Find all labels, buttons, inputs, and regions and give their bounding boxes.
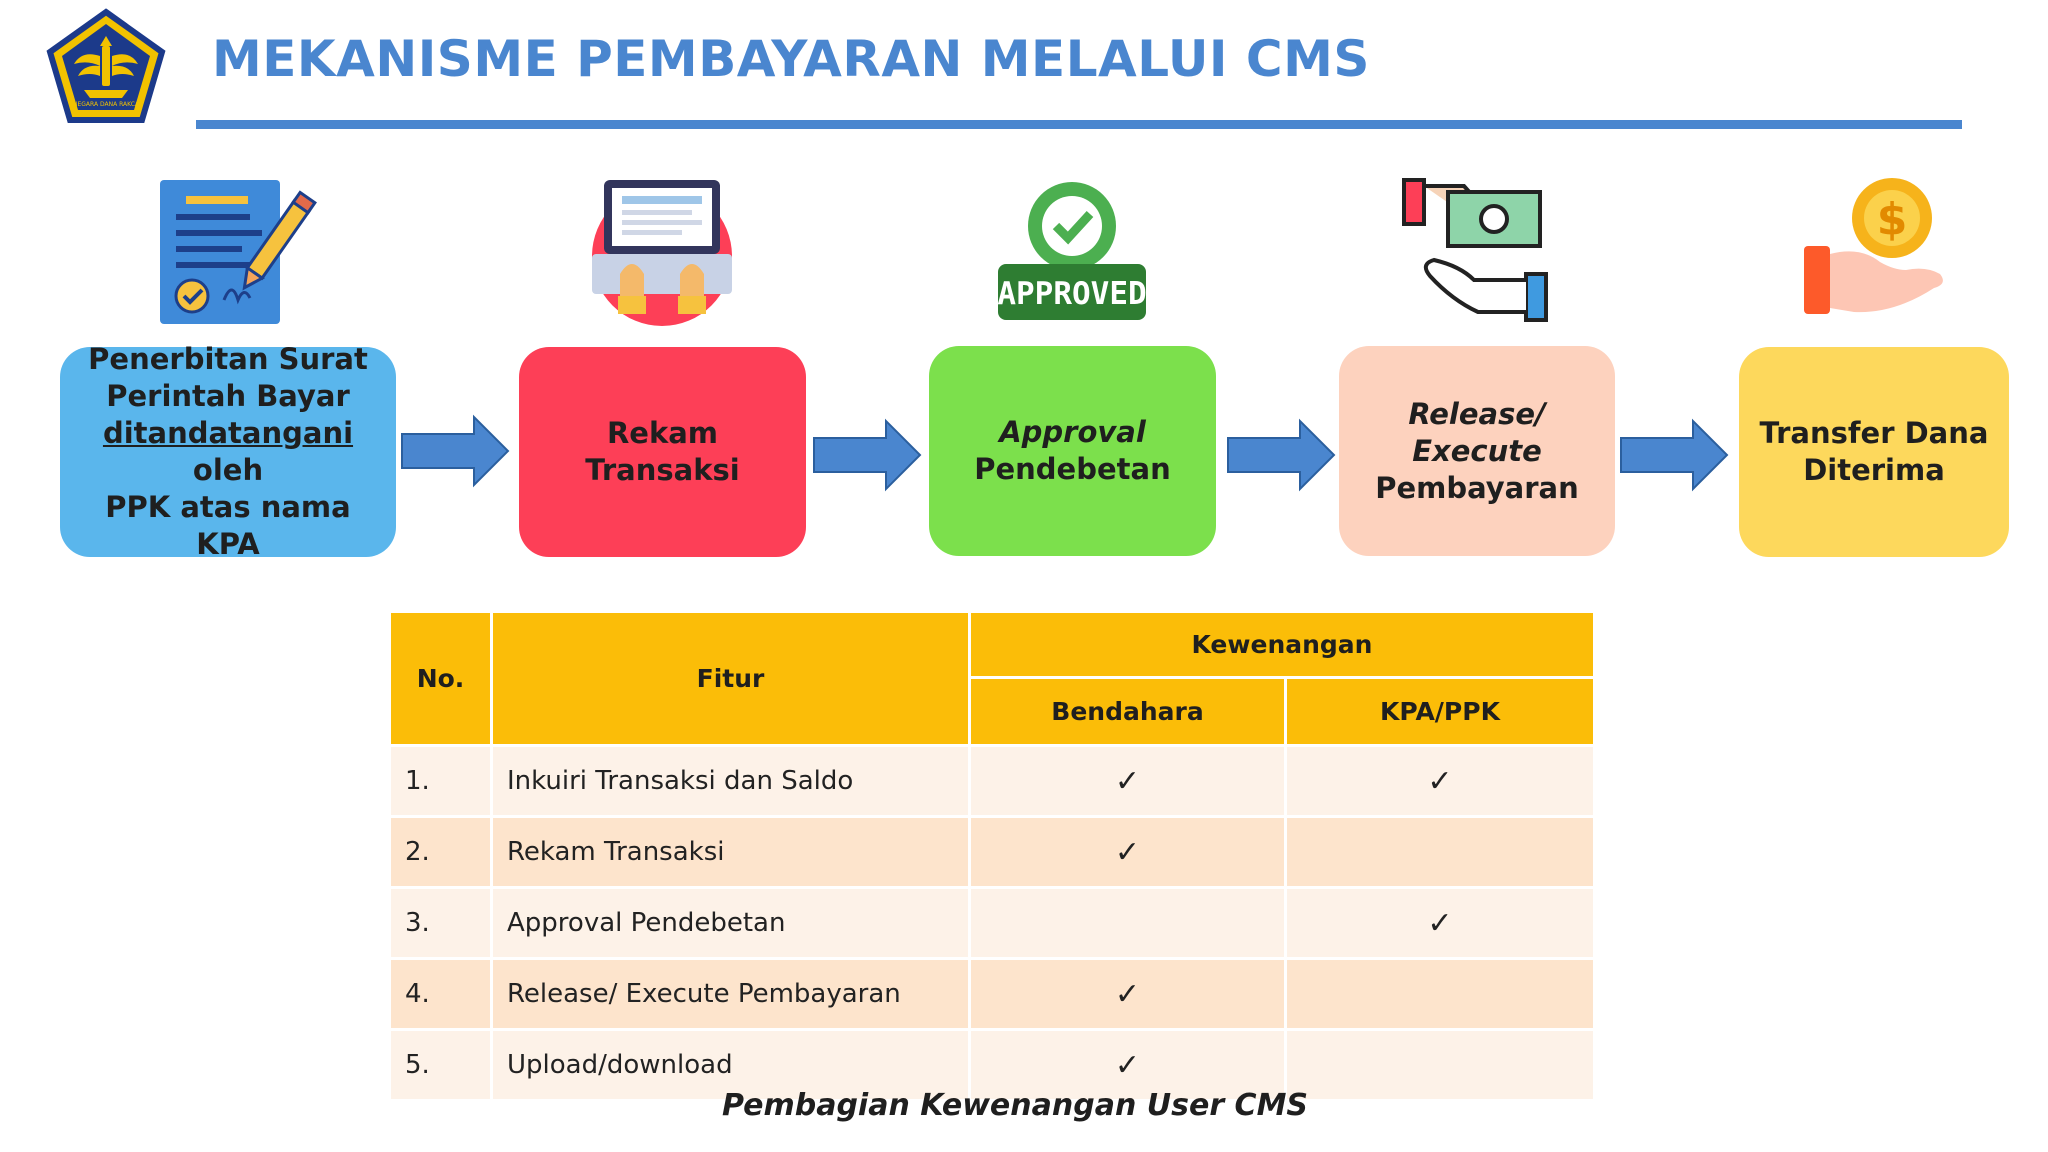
- step-record-label: Rekam Transaksi: [585, 416, 740, 487]
- step-transfer-line2: Diterima: [1803, 453, 1945, 487]
- row-no: 3.: [388, 887, 493, 960]
- step-spm-line1: Penerbitan Surat: [88, 342, 368, 376]
- row-fitur: Upload/download: [490, 1029, 971, 1102]
- title-underline: [196, 120, 1962, 129]
- header-no: No.: [388, 610, 493, 747]
- row-no: 2.: [388, 816, 493, 889]
- approved-badge-text: APPROVED: [997, 276, 1146, 312]
- table-row: 2. Rekam Transaksi ✓: [388, 816, 1596, 889]
- header-kewenangan: Kewenangan: [968, 610, 1596, 679]
- ministry-logo: NEGARA DANA RAKCA: [46, 8, 166, 123]
- kpa-check: ✓: [1284, 887, 1596, 960]
- step-spm-signed: ditandatangani: [102, 416, 354, 450]
- bendahara-check: ✓: [968, 1029, 1287, 1102]
- row-fitur: Approval Pendebetan: [490, 887, 971, 960]
- authority-table: No. Fitur Kewenangan Bendahara KPA/PPK 1…: [388, 610, 1596, 1102]
- kpa-check: [1284, 1029, 1596, 1102]
- step-approval-italic: Approval: [999, 415, 1146, 449]
- step-release-italic1: Release/: [1408, 396, 1546, 431]
- flow-arrow-2: [813, 418, 922, 492]
- bendahara-check: [968, 887, 1287, 960]
- header-fitur: Fitur: [490, 610, 971, 747]
- row-fitur: Release/ Execute Pembayaran: [490, 958, 971, 1031]
- bendahara-check: ✓: [968, 745, 1287, 818]
- step-transfer-line1: Transfer Dana: [1759, 416, 1989, 450]
- bendahara-check: ✓: [968, 816, 1287, 889]
- row-no: 1.: [388, 745, 493, 818]
- svg-text:$: $: [1877, 194, 1908, 245]
- row-no: 5.: [388, 1029, 493, 1102]
- logo-text: NEGARA DANA RAKCA: [73, 101, 140, 108]
- signed-document-icon: [160, 180, 317, 324]
- table-row: 4. Release/ Execute Pembayaran ✓: [388, 958, 1596, 1031]
- table-row: 3. Approval Pendebetan ✓: [388, 887, 1596, 960]
- page-title: MEKANISME PEMBAYARAN MELALUI CMS: [212, 30, 1370, 88]
- laptop-typing-icon: [592, 180, 732, 326]
- coin-hand-icon: $: [1804, 178, 1943, 314]
- row-fitur: Rekam Transaksi: [490, 816, 971, 889]
- flow-arrow-1: [401, 414, 510, 488]
- step-release-label: Pembayaran: [1375, 470, 1579, 505]
- flow-arrow-3: [1227, 418, 1336, 492]
- step-release-execute: Release/ Execute Pembayaran: [1339, 346, 1615, 556]
- step-spm-line4: PPK atas nama KPA: [105, 490, 351, 561]
- row-fitur: Inkuiri Transaksi dan Saldo: [490, 745, 971, 818]
- kpa-check: [1284, 816, 1596, 889]
- step-record-transaction: Rekam Transaksi: [519, 347, 806, 557]
- kpa-check: ✓: [1284, 745, 1596, 818]
- bendahara-check: ✓: [968, 958, 1287, 1031]
- header-kpa-ppk: KPA/PPK: [1284, 676, 1596, 747]
- step-transfer-received: Transfer Dana Diterima: [1739, 347, 2009, 557]
- step-approval: Approval Pendebetan: [929, 346, 1216, 556]
- header-bendahara: Bendahara: [968, 676, 1287, 747]
- kpa-check: [1284, 958, 1596, 1031]
- row-no: 4.: [388, 958, 493, 1031]
- table-caption: Pembagian Kewenangan User CMS: [721, 1088, 1309, 1123]
- cash-hands-icon: [1402, 178, 1548, 322]
- step-release-italic2: Execute: [1412, 433, 1542, 468]
- table-row: 5. Upload/download ✓: [388, 1029, 1596, 1102]
- step-spm-line2: Perintah Bayar: [106, 379, 350, 413]
- step-spm-issued: Penerbitan Surat Perintah Bayar ditandat…: [60, 342, 396, 561]
- step-spm-by: oleh: [192, 453, 264, 487]
- step-approval-label: Pendebetan: [974, 452, 1171, 486]
- approved-badge-icon: APPROVED: [997, 182, 1147, 320]
- table-row: 1. Inkuiri Transaksi dan Saldo ✓ ✓: [388, 745, 1596, 818]
- flow-arrow-4: [1620, 418, 1729, 492]
